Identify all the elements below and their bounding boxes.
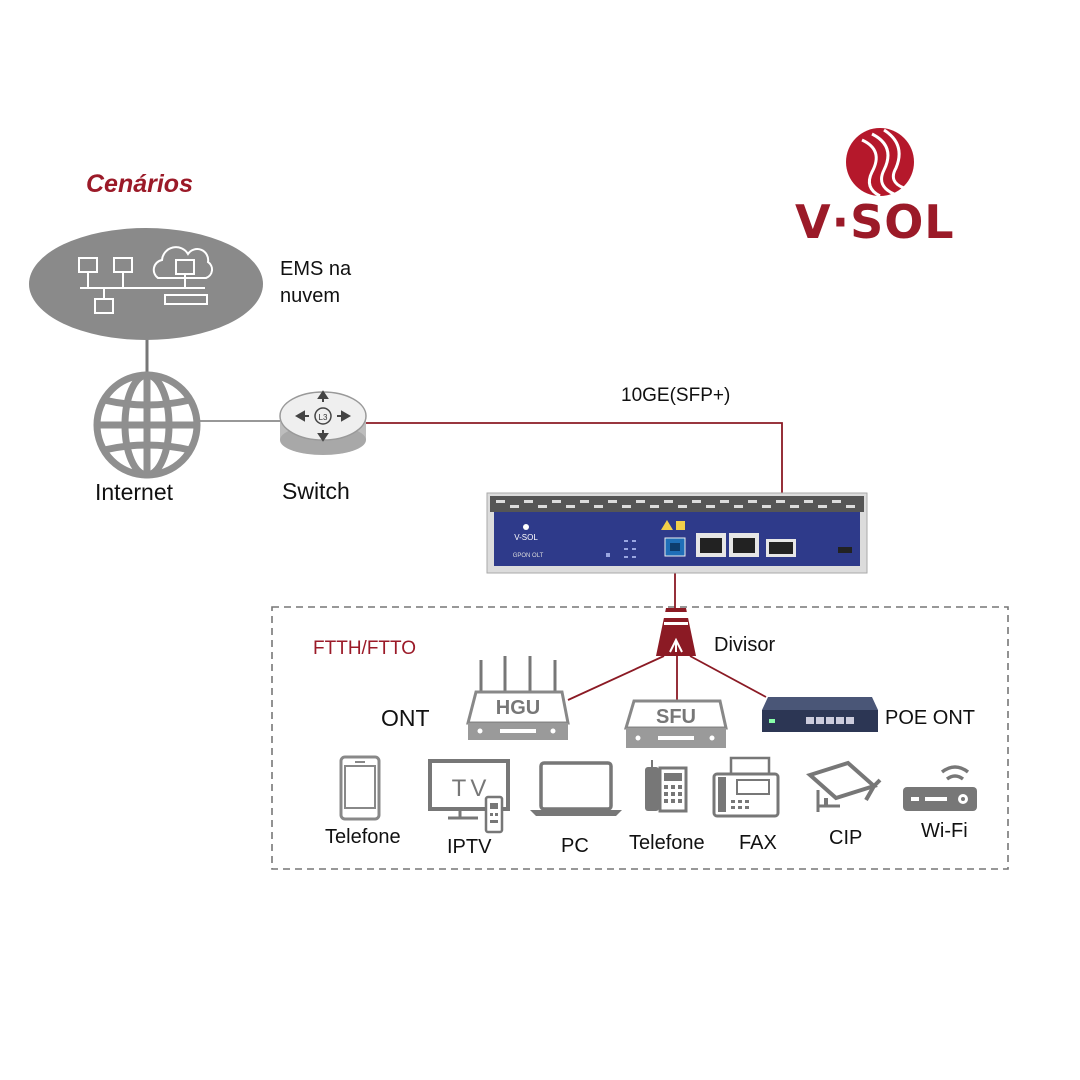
ip-camera-icon [806,760,882,812]
sfu-device: SFU [623,699,728,748]
vsol-logo-text: V·SOL [795,195,955,249]
sfu-label: SFU [656,706,696,728]
terminal-label-iptv: IPTV [447,836,492,858]
laptop-icon [530,761,622,816]
terminal-label-telefone-mobile: Telefone [325,826,401,848]
uplink-label: 10GE(SFP+) [621,385,731,406]
terminal-label-wifi: Wi-Fi [921,820,968,842]
ems-cloud-label-1: EMS na [280,258,352,280]
splitter-icon [656,608,696,656]
poe-ont-device [762,697,878,732]
terminal-label-cip: CIP [829,827,863,849]
terminal-label-fax: FAX [739,832,777,854]
poe-ont-label: POE ONT [885,707,976,729]
ont-label: ONT [381,705,430,731]
internet-label: Internet [95,479,173,505]
desk-phone-icon [645,760,688,813]
terminal-label-pc: PC [561,835,589,857]
wifi-router-icon [903,765,977,811]
splitter-label: Divisor [714,634,776,656]
ftth-label: FTTH/FTTO [313,638,417,659]
ftth-area-box [271,606,1009,870]
ems-cloud-label-2: nuvem [280,285,341,307]
terminal-label-telefone-desk: Telefone [629,832,705,854]
olt-brand: V-SOL [514,533,538,542]
hgu-device: HGU [466,656,570,740]
switch-label: Switch [282,478,350,504]
splitter-to-poe-line [689,655,767,698]
cloud-network-icon [29,228,263,340]
smartphone-icon [339,755,381,821]
splitter-to-hgu-line [567,655,665,701]
l3-switch-icon: L3 [279,390,367,455]
vsol-logo-icon [846,128,914,198]
tv-icon: TV [428,759,510,834]
olt-model: GPON OLT [513,553,544,559]
page-title: Cenários [86,170,193,198]
hgu-label: HGU [496,697,540,719]
tv-screen-text: TV [452,775,491,802]
fax-icon [712,756,780,818]
svg-text:L3: L3 [319,413,328,422]
olt-device: V-SOL GPON OLT [486,492,868,574]
globe-icon [93,371,201,479]
